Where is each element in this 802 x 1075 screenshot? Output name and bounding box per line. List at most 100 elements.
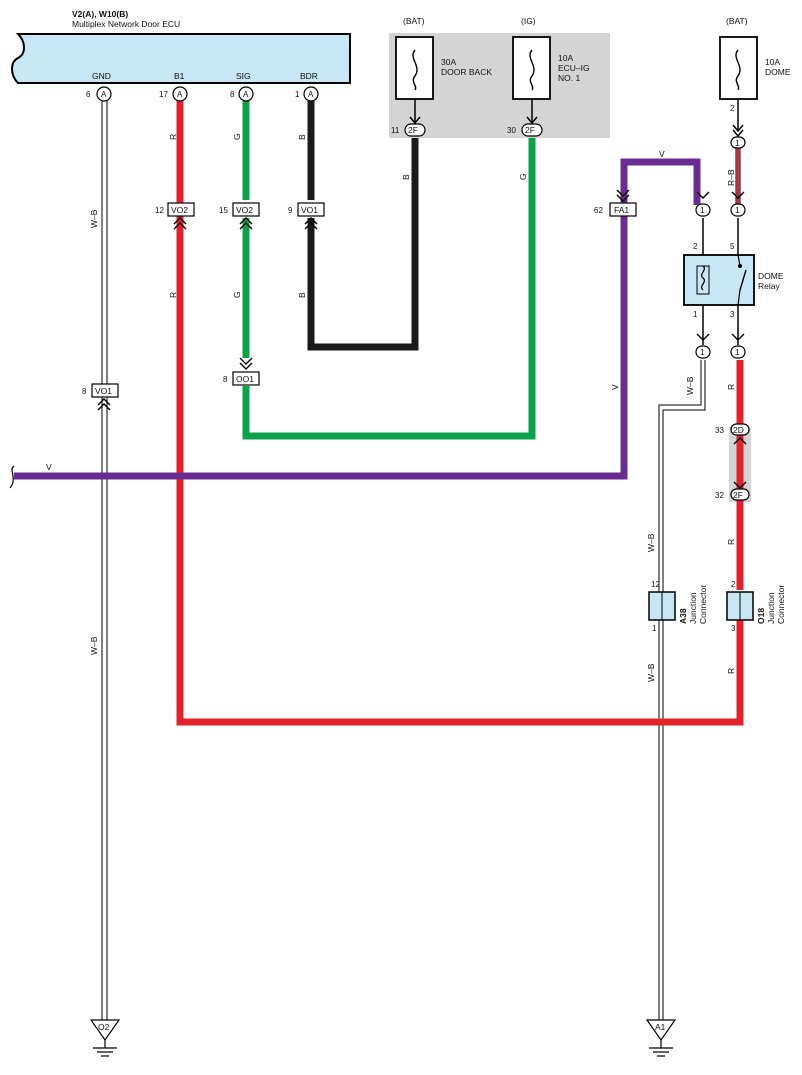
svg-text:1: 1	[700, 205, 705, 215]
svg-text:2F: 2F	[733, 490, 743, 500]
ecu-pin-b1: A 17	[159, 86, 188, 102]
wire-label-wb-5: W–B	[646, 663, 656, 682]
wire-label-wb-4: W–B	[646, 533, 656, 552]
svg-text:1: 1	[295, 90, 300, 99]
svg-text:VO2: VO2	[236, 205, 253, 215]
svg-text:DOME: DOME	[765, 67, 791, 77]
svg-text:1: 1	[735, 347, 740, 357]
svg-text:OO1: OO1	[236, 374, 254, 384]
svg-text:A38: A38	[678, 608, 688, 624]
svg-text:1: 1	[693, 310, 698, 319]
svg-text:1: 1	[700, 347, 705, 357]
svg-text:(IG): (IG)	[521, 16, 536, 26]
svg-text:A1: A1	[655, 1022, 666, 1032]
svg-text:O2: O2	[98, 1022, 110, 1032]
wire-red-b1	[176, 100, 744, 726]
ecu-pin-gnd: A 6	[86, 86, 112, 102]
junction-o18: 2 3 O18 Junction Connector	[726, 580, 786, 633]
svg-text:17: 17	[159, 90, 168, 99]
svg-text:A: A	[243, 90, 249, 99]
svg-text:12: 12	[155, 206, 164, 215]
svg-text:A: A	[177, 90, 183, 99]
dome-relay: 2 5 1 3 DOME Relay	[683, 242, 784, 319]
wire-label-b-2: B	[297, 292, 307, 298]
svg-text:12: 12	[651, 580, 660, 589]
ecu-terminal-gnd: GND	[92, 71, 111, 81]
ecu-title: V2(A), W10(B)	[72, 9, 128, 19]
wire-label-rb: R–B	[726, 169, 736, 186]
ground-o2: O2	[89, 1019, 121, 1057]
svg-text:6: 6	[86, 90, 91, 99]
svg-text:5: 5	[730, 242, 735, 251]
ecu-pin-sig: A 8	[230, 86, 254, 102]
svg-text:8: 8	[230, 90, 235, 99]
wire-label-r-1: R	[168, 134, 178, 140]
wire-rb-dome	[735, 145, 741, 205]
svg-text:Junction: Junction	[766, 592, 776, 624]
svg-text:2F: 2F	[408, 125, 418, 135]
connector-fa1: FA1 62	[594, 189, 637, 217]
wire-label-v-2: V	[659, 149, 665, 159]
svg-text:10A: 10A	[765, 57, 780, 67]
svg-text:ECU–IG: ECU–IG	[558, 63, 590, 73]
wire-label-wb-3: W–B	[685, 376, 695, 395]
wire-label-b-1: B	[297, 134, 307, 140]
plug-wb-bottom: 1	[695, 333, 711, 359]
svg-text:Relay: Relay	[758, 281, 780, 291]
plug-rb-top: 1	[730, 191, 746, 217]
svg-text:VO1: VO1	[301, 205, 318, 215]
svg-text:1: 1	[735, 205, 740, 215]
connector-vo2-b1: VO2 12	[155, 202, 195, 230]
ecu-terminal-b1: B1	[174, 71, 185, 81]
svg-text:DOME: DOME	[758, 271, 784, 281]
plug-red-bottom: 1	[730, 333, 746, 359]
svg-text:Connector: Connector	[776, 585, 786, 624]
svg-text:Junction: Junction	[688, 592, 698, 624]
ecu-terminal-bdr: BDR	[300, 71, 318, 81]
fuse-ecu-ig: (IG) 10A ECU–IG NO. 1 2F 30	[507, 16, 590, 137]
svg-text:A: A	[101, 90, 107, 99]
connector-vo1-gnd: VO1 8	[82, 383, 119, 411]
svg-text:3: 3	[730, 310, 735, 319]
wire-label-r-2: R	[168, 292, 178, 298]
plug-violet-top: 1	[695, 191, 711, 217]
svg-text:Connector: Connector	[698, 585, 708, 624]
wire-label-g-1: G	[232, 133, 242, 140]
wire-violet	[14, 158, 701, 480]
connector-oo1: OO1 8	[223, 357, 260, 386]
junction-a38: 12 1 A38 Junction Connector	[648, 580, 708, 633]
svg-text:2D: 2D	[733, 425, 744, 435]
svg-text:(BAT): (BAT)	[403, 16, 425, 26]
svg-text:DOOR BACK: DOOR BACK	[441, 67, 492, 77]
connector-2d: 2D 33	[715, 423, 750, 445]
svg-text:30: 30	[507, 126, 516, 135]
connector-2f: 2F 32	[715, 481, 750, 501]
ground-a1: A1	[645, 1019, 677, 1057]
svg-text:2: 2	[693, 242, 698, 251]
svg-text:15: 15	[219, 206, 228, 215]
svg-text:30A: 30A	[441, 57, 456, 67]
svg-text:10A: 10A	[558, 53, 573, 63]
wire-green-ig	[242, 138, 536, 440]
svg-text:2F: 2F	[525, 125, 535, 135]
wire-label-b-3: B	[401, 174, 411, 180]
svg-text:(BAT): (BAT)	[726, 16, 748, 26]
wire-label-v-1: V	[46, 462, 52, 472]
svg-text:11: 11	[391, 126, 400, 135]
svg-text:9: 9	[288, 206, 293, 215]
wire-a1-wb	[658, 360, 706, 1020]
wire-label-wb-2: W–B	[89, 636, 99, 655]
svg-text:1: 1	[735, 138, 740, 148]
wire-label-g-2: G	[232, 291, 242, 298]
fuse-door-back: (BAT) 30A DOOR BACK 2F 11	[391, 16, 492, 137]
svg-text:62: 62	[594, 206, 603, 215]
ecu-body	[11, 33, 351, 84]
connector-vo2-sig: VO2 15	[219, 202, 260, 230]
svg-text:1: 1	[652, 624, 657, 633]
connector-vo1-bdr: VO1 9	[288, 202, 325, 230]
svg-text:O18: O18	[756, 608, 766, 624]
wire-label-r-3: R	[726, 384, 736, 390]
svg-text:32: 32	[715, 491, 724, 500]
svg-text:33: 33	[715, 426, 724, 435]
